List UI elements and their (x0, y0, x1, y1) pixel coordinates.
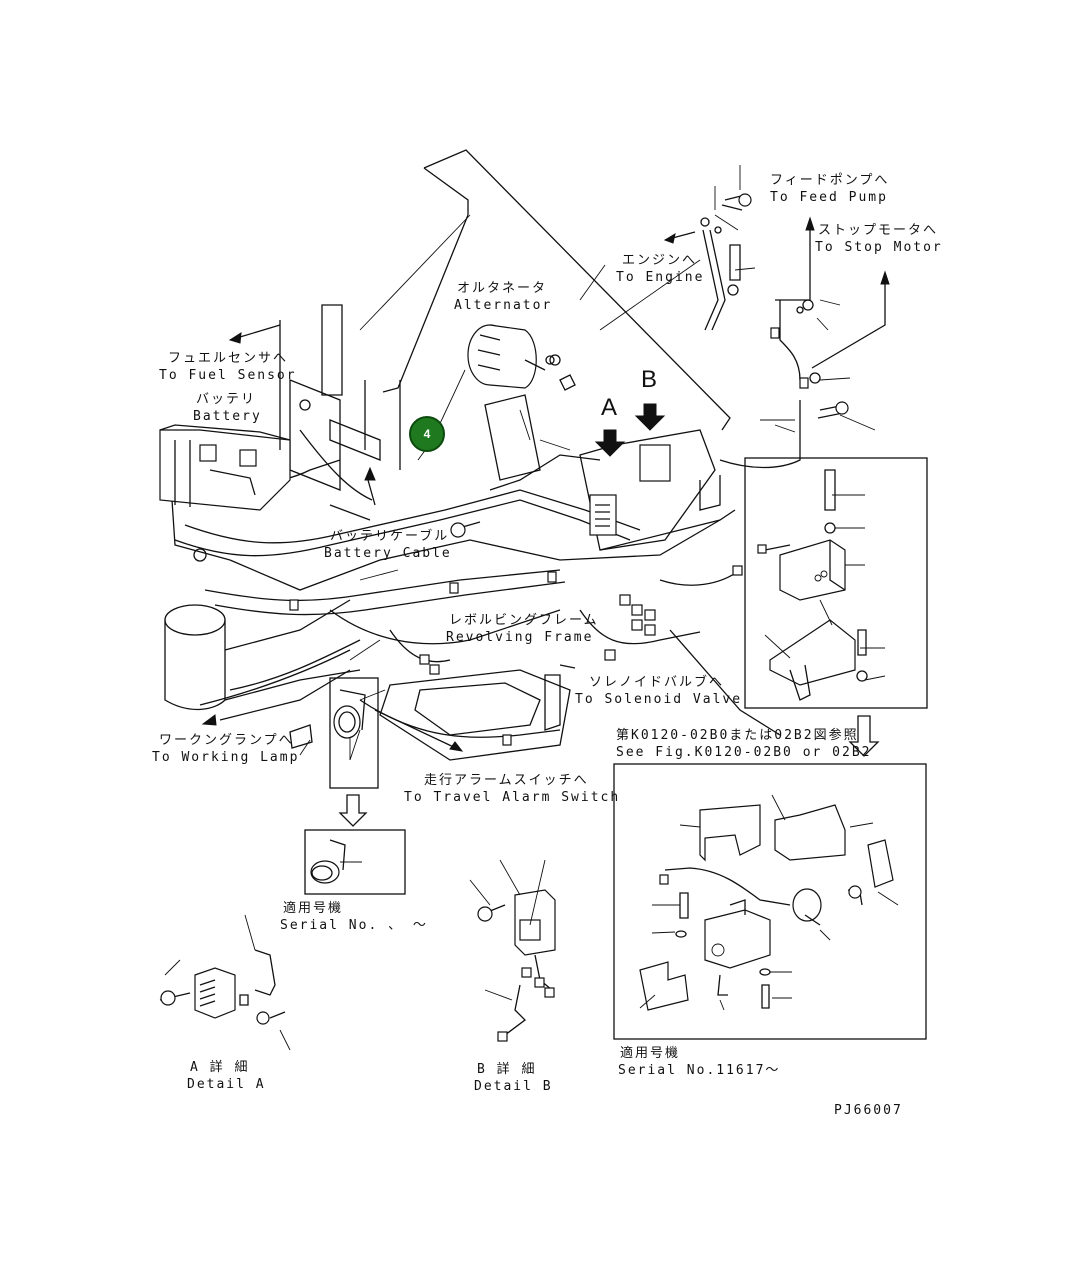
serial-box-small (304, 829, 406, 895)
label-revolving-frame-jp: レボルビングフレーム (449, 613, 599, 628)
label-travel-alarm-jp: 走行アラームスイッチへ (424, 773, 589, 788)
label-battery-cable-jp: バッテリケーブル (330, 529, 450, 544)
label-serial-small-jp: 適用号機 (283, 901, 344, 916)
down-arrow-left (338, 794, 368, 827)
label-solenoid-jp: ソレノイドバルブへ (589, 675, 725, 690)
part-callout-number: 4 (423, 427, 431, 441)
label-battery-cable-en: Battery Cable (324, 546, 452, 561)
label-fuel-sensor-jp: フュエルセンサへ (168, 351, 289, 366)
connectors (289, 217, 809, 746)
down-arrow-right (848, 715, 880, 757)
detail-a-parts (159, 914, 291, 1051)
label-feed-pump-jp: フィードポンプへ (770, 173, 890, 188)
engine-cover (359, 149, 731, 431)
label-working-lamp-jp: ワークングランプへ (159, 733, 294, 748)
label-see-fig-en: See Fig.K0120-02B0 or 02B2 (616, 745, 872, 760)
label-see-fig-jp: 第K0120-02B0または02B2図参照 (616, 728, 859, 743)
label-stop-motor-jp: ストップモータへ (818, 223, 939, 238)
direction-arrows (201, 216, 890, 752)
label-working-lamp-en: To Working Lamp (152, 750, 300, 765)
detail-b-parts (469, 859, 556, 1042)
label-fuel-sensor-en: To Fuel Sensor (159, 368, 297, 383)
serial-box-large (613, 763, 927, 1040)
drawing-number: PJ66007 (834, 1103, 903, 1118)
battery (159, 424, 291, 511)
label-solenoid-en: To Solenoid Valve (575, 692, 743, 707)
label-alternator-en: Alternator (454, 298, 553, 313)
label-serial-small-en: Serial No. 、 ～ (280, 918, 428, 933)
label-battery-jp: バッテリ (196, 392, 257, 407)
part-callout-4[interactable]: 4 (409, 416, 445, 452)
alternator (467, 324, 576, 391)
view-arrows (594, 403, 666, 457)
label-engine-en: To Engine (616, 270, 705, 285)
detail-box-alarm-switch (329, 677, 379, 789)
label-travel-alarm-en: To Travel Alarm Switch (404, 790, 621, 805)
label-engine-jp: エンジンへ (622, 253, 698, 268)
label-serial-large-jp: 適用号機 (620, 1046, 681, 1061)
label-feed-pump-en: To Feed Pump (770, 190, 888, 205)
bolts (193, 193, 868, 749)
label-serial-large-en: Serial No.11617～ (618, 1063, 781, 1078)
detail-box-travel-alarm (744, 457, 928, 709)
label-revolving-frame-en: Revolving Frame (446, 630, 594, 645)
label-detail-a-jp: A 詳 細 (190, 1060, 250, 1075)
label-battery-en: Battery (193, 409, 262, 424)
label-detail-a-en: Detail A (187, 1077, 266, 1092)
label-stop-motor-en: To Stop Motor (815, 240, 943, 255)
label-detail-b-jp: B 詳 細 (477, 1062, 537, 1077)
view-letter-a: A (601, 394, 618, 421)
label-alternator-jp: オルタネータ (457, 281, 548, 296)
label-detail-b-en: Detail B (474, 1079, 553, 1094)
view-letter-b: B (641, 366, 658, 393)
